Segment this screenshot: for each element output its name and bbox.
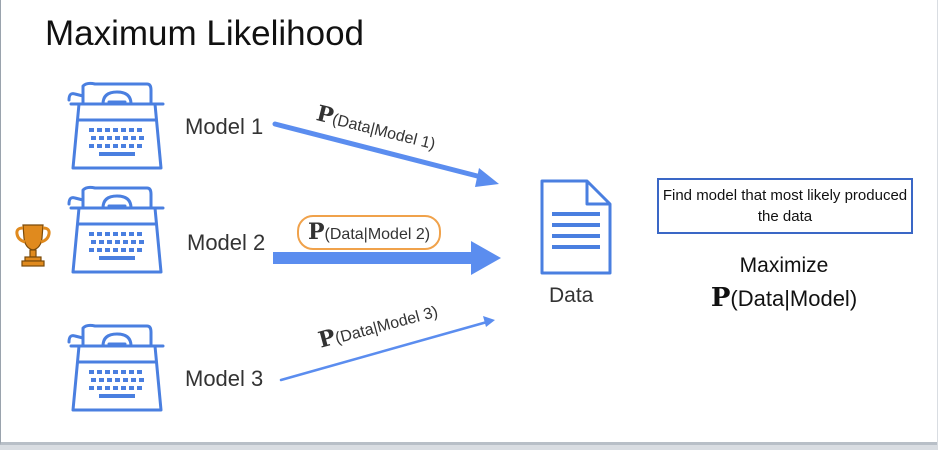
- arrow-model-3: [279, 316, 495, 382]
- probability-label-2-highlighted: P(Data|Model 2): [297, 215, 442, 250]
- model-label-3: Model 3: [185, 366, 264, 391]
- arrow-model-1: [272, 121, 499, 187]
- maximize-label: Maximize: [739, 254, 829, 277]
- maximize-formula: P(Data|Model): [677, 283, 891, 313]
- probability-symbol: P: [308, 219, 325, 245]
- probability-expression: (Data|Model 2): [324, 226, 431, 243]
- arrow-model-2: [273, 241, 501, 275]
- probability-symbol: P: [710, 283, 731, 313]
- maximize-expression: (Data|Model): [730, 286, 858, 311]
- model-label-1: Model 1: [185, 114, 264, 139]
- document-icon: [540, 179, 612, 275]
- callout-box: Find model that most likely produced the…: [657, 178, 913, 234]
- slide-title: Maximum Likelihood: [45, 14, 365, 53]
- typewriter-icon: [67, 323, 165, 412]
- typewriter-icon: [67, 81, 165, 170]
- trophy-icon: [15, 224, 51, 267]
- callout-text: Find model that most likely produced the…: [662, 187, 908, 225]
- typewriter-icon: [67, 185, 165, 274]
- model-label-2: Model 2: [187, 230, 266, 255]
- data-label: Data: [549, 284, 594, 307]
